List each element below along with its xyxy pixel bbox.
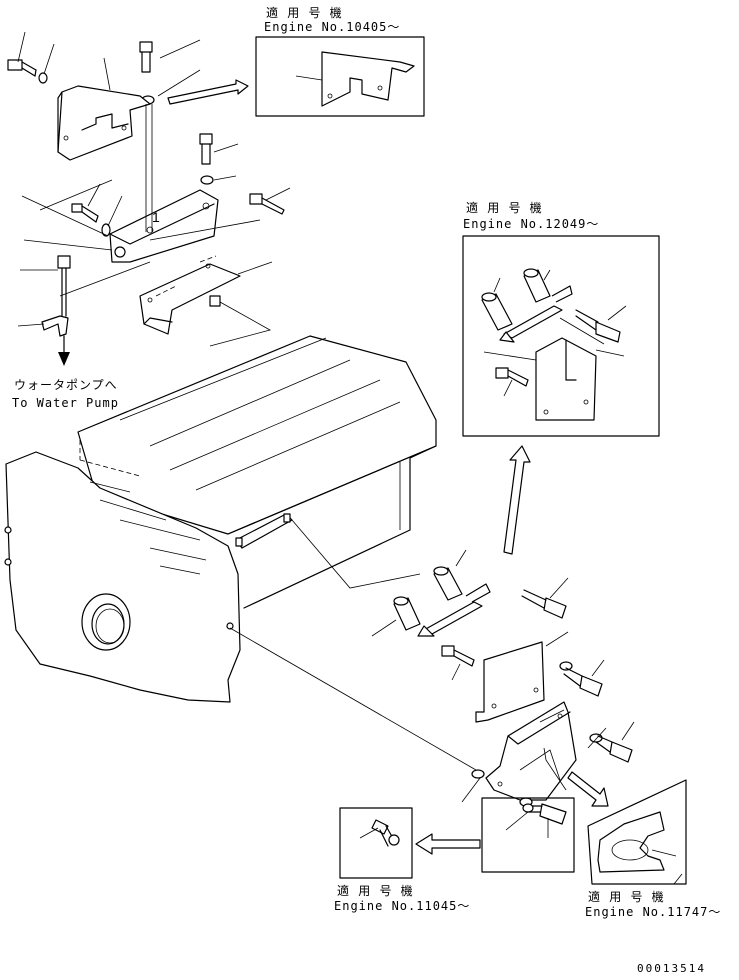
arrow-up-icon bbox=[503, 445, 531, 555]
inset-11747-label-en: Engine No.11747～ bbox=[585, 905, 722, 919]
bolt-icon bbox=[249, 193, 285, 215]
arrow-down-icon bbox=[58, 352, 70, 366]
inset-10405-label-jp: 適 用 号 機 bbox=[266, 6, 343, 20]
cover-plate bbox=[139, 263, 241, 335]
inset-12049-label-jp: 適 用 号 機 bbox=[466, 201, 543, 215]
arrow-left-icon bbox=[415, 833, 481, 855]
washer-icon bbox=[101, 223, 111, 237]
inset-11045-label-jp: 適 用 号 機 bbox=[337, 884, 414, 898]
water-pump-label-jp: ウォータポンプへ bbox=[14, 378, 118, 392]
callout-number: 1 bbox=[152, 209, 160, 225]
inset-12049-label-en: Engine No.12049～ bbox=[463, 217, 600, 231]
inset-engine-11747 bbox=[567, 771, 687, 885]
bolt-icon bbox=[71, 203, 99, 223]
arrow-down-right-icon bbox=[567, 771, 609, 807]
inset-engine-11045 bbox=[339, 797, 575, 879]
washer-icon bbox=[200, 175, 214, 185]
inset-10405-label-en: Engine No.10405～ bbox=[264, 20, 401, 34]
lower-bracket-assembly bbox=[371, 549, 635, 807]
inset-engine-12049 bbox=[462, 235, 660, 437]
top-bracket-assembly bbox=[7, 31, 249, 161]
inset-engine-10405 bbox=[255, 36, 425, 117]
drawing-number: 00013514 bbox=[637, 962, 706, 975]
bolt-icon bbox=[139, 41, 153, 73]
bolt-icon bbox=[199, 133, 213, 165]
washer-icon bbox=[38, 72, 48, 84]
bolt-icon bbox=[57, 255, 71, 317]
bracket-plate bbox=[57, 85, 151, 161]
angle-bracket bbox=[109, 189, 219, 263]
bolt-icon bbox=[7, 59, 37, 77]
inset-11747-label-jp: 適 用 号 機 bbox=[588, 890, 665, 904]
engine-block bbox=[4, 335, 477, 771]
pump-bracket bbox=[41, 315, 69, 337]
inset-11045-label-en: Engine No.11045～ bbox=[334, 899, 471, 913]
middle-bracket-assembly: 1 bbox=[17, 104, 291, 366]
water-pump-label-en: To Water Pump bbox=[12, 396, 119, 410]
